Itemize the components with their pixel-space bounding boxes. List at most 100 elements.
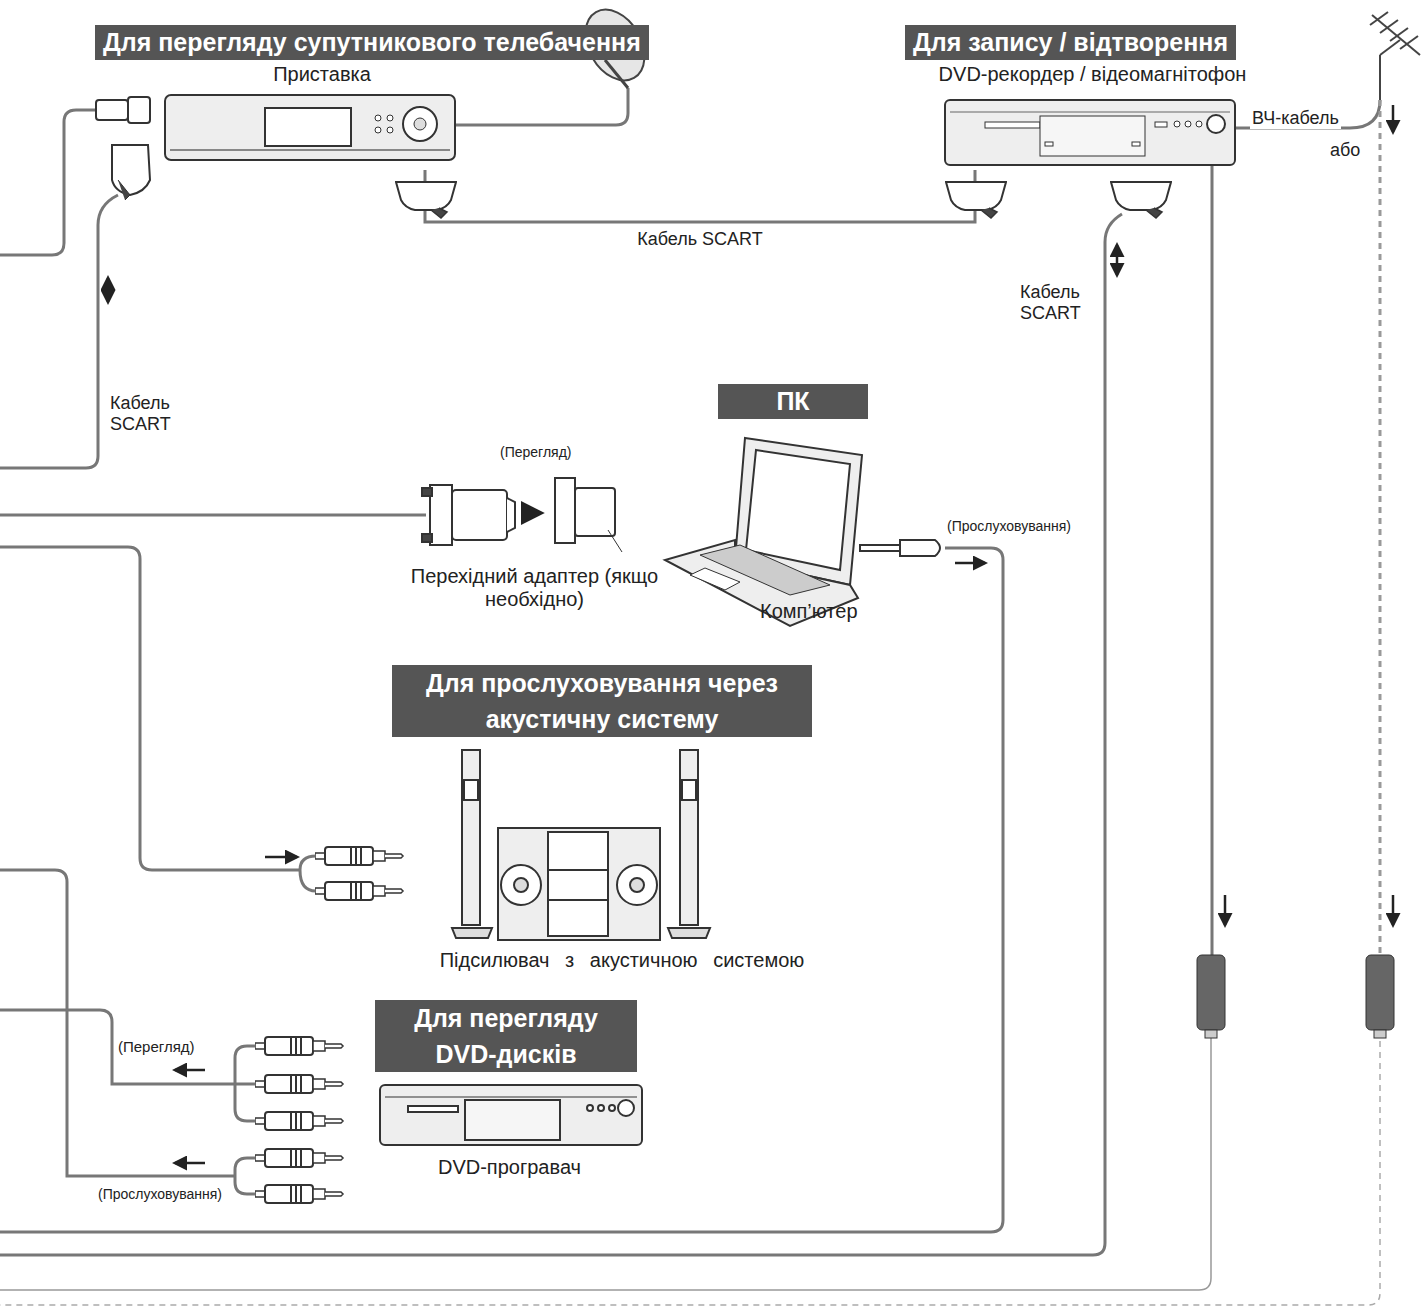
wires bbox=[0, 88, 1380, 1255]
settop-box bbox=[375, 127, 381, 133]
direction-arrows bbox=[175, 1162, 205, 1165]
vga-connector bbox=[575, 488, 615, 536]
speaker-system bbox=[462, 750, 480, 925]
speaker-system bbox=[680, 750, 698, 925]
device-label: DVD-рекордер / відеомагнітофон bbox=[905, 62, 1280, 86]
dvd-player bbox=[618, 1100, 634, 1116]
speaker-system bbox=[682, 780, 696, 800]
speaker-system bbox=[464, 780, 478, 800]
plugs bbox=[315, 847, 403, 865]
wires bbox=[455, 88, 628, 125]
speaker-system bbox=[452, 928, 492, 938]
section-heading: Для запису / відтворення bbox=[905, 25, 1236, 60]
cable-label: ВЧ-кабель bbox=[1250, 108, 1341, 129]
cable-label: Кабель SCART bbox=[1018, 282, 1102, 323]
plugs bbox=[1366, 955, 1394, 1030]
vga-connector bbox=[452, 490, 507, 540]
device-box: Для перегляду супутникового телебаченняП… bbox=[92, 20, 651, 170]
satellite-dish bbox=[605, 60, 628, 88]
laptop bbox=[900, 540, 940, 556]
wires bbox=[1236, 100, 1380, 128]
vga-connector bbox=[422, 534, 432, 542]
section-heading: Для перегляду супутникового телебачення bbox=[95, 25, 649, 60]
dvd-player bbox=[408, 1106, 458, 1112]
dvd-recorder bbox=[1040, 116, 1145, 156]
dashed-wires bbox=[1379, 100, 1382, 955]
antenna bbox=[1370, 12, 1388, 25]
cable-label: (Прослуховування) bbox=[945, 518, 1073, 534]
settop-box bbox=[165, 95, 455, 160]
vga-connector bbox=[422, 488, 432, 496]
dvd-recorder bbox=[1196, 121, 1202, 127]
plugs bbox=[96, 100, 128, 120]
device-box: Для перегляду DVD-дисківDVD-програвач bbox=[372, 1000, 649, 1185]
section-heading: Для прослуховування через акустичну сист… bbox=[392, 665, 812, 737]
speaker-system bbox=[668, 928, 710, 938]
speaker-system bbox=[630, 878, 644, 892]
device-label: Комп’ютер bbox=[760, 599, 858, 623]
cable-label: Перехідний адаптер (якщо необхідно) bbox=[405, 565, 664, 611]
wires bbox=[0, 870, 235, 1176]
section-heading: Для перегляду DVD-дисків bbox=[375, 1000, 637, 1072]
dvd-player bbox=[380, 1085, 642, 1145]
direction-arrows bbox=[175, 1069, 205, 1072]
direction-arrows bbox=[1116, 245, 1119, 275]
wires bbox=[1211, 165, 1214, 955]
settop-box bbox=[265, 108, 351, 146]
speaker-system bbox=[501, 865, 541, 905]
plugs bbox=[112, 145, 150, 195]
direction-arrows bbox=[1224, 895, 1227, 925]
speaker-system bbox=[548, 899, 608, 901]
speaker-system bbox=[498, 828, 660, 940]
cable-label: (Прослуховування) bbox=[96, 1186, 224, 1202]
laptop bbox=[690, 568, 740, 590]
plugs bbox=[1111, 182, 1171, 218]
wires bbox=[0, 514, 426, 517]
direction-arrows bbox=[265, 856, 297, 859]
settop-box bbox=[387, 127, 393, 133]
dvd-player bbox=[385, 1097, 637, 1098]
settop-box bbox=[170, 149, 450, 151]
direction-arrows bbox=[108, 105, 1393, 1163]
plugs bbox=[1374, 1030, 1386, 1038]
direction-arrows bbox=[1392, 105, 1395, 132]
antenna bbox=[1380, 40, 1400, 55]
vga-connector bbox=[507, 498, 515, 532]
device-box: Для прослуховування через акустичну сист… bbox=[372, 665, 874, 980]
vga-connector bbox=[608, 530, 622, 552]
antenna bbox=[1380, 20, 1398, 33]
plugs bbox=[255, 1149, 343, 1167]
dvd-recorder bbox=[1207, 115, 1225, 133]
wires bbox=[0, 548, 1003, 1232]
laptop bbox=[746, 450, 850, 570]
cable-label: (Перегляд) bbox=[116, 1038, 197, 1055]
dvd-player bbox=[598, 1105, 604, 1111]
speaker-system bbox=[548, 869, 608, 871]
wires bbox=[0, 1010, 258, 1084]
plugs bbox=[946, 182, 1006, 218]
dvd-recorder bbox=[1185, 121, 1191, 127]
dashed-wires bbox=[1379, 100, 1382, 955]
settop-box bbox=[165, 95, 455, 160]
speaker-system bbox=[617, 865, 657, 905]
vga-connector bbox=[422, 478, 622, 552]
section-heading: ПК bbox=[718, 384, 868, 419]
plugs bbox=[96, 97, 1394, 1203]
antenna bbox=[1390, 28, 1408, 41]
antenna bbox=[1400, 36, 1418, 49]
speaker-system bbox=[514, 878, 528, 892]
direction-arrows bbox=[1392, 895, 1395, 925]
laptop bbox=[665, 438, 940, 626]
speaker-system bbox=[452, 750, 710, 940]
scart-cable bbox=[425, 170, 975, 222]
plugs bbox=[118, 180, 130, 200]
device-box: Для запису / відтворенняDVD-рекордер / в… bbox=[905, 20, 1282, 170]
vga-connector bbox=[430, 485, 452, 545]
dashed-thin bbox=[0, 1030, 1380, 1305]
antenna bbox=[1379, 55, 1381, 100]
wires bbox=[235, 1046, 258, 1121]
settop-box bbox=[375, 115, 381, 121]
cable-label: Кабель SCART bbox=[635, 229, 765, 250]
